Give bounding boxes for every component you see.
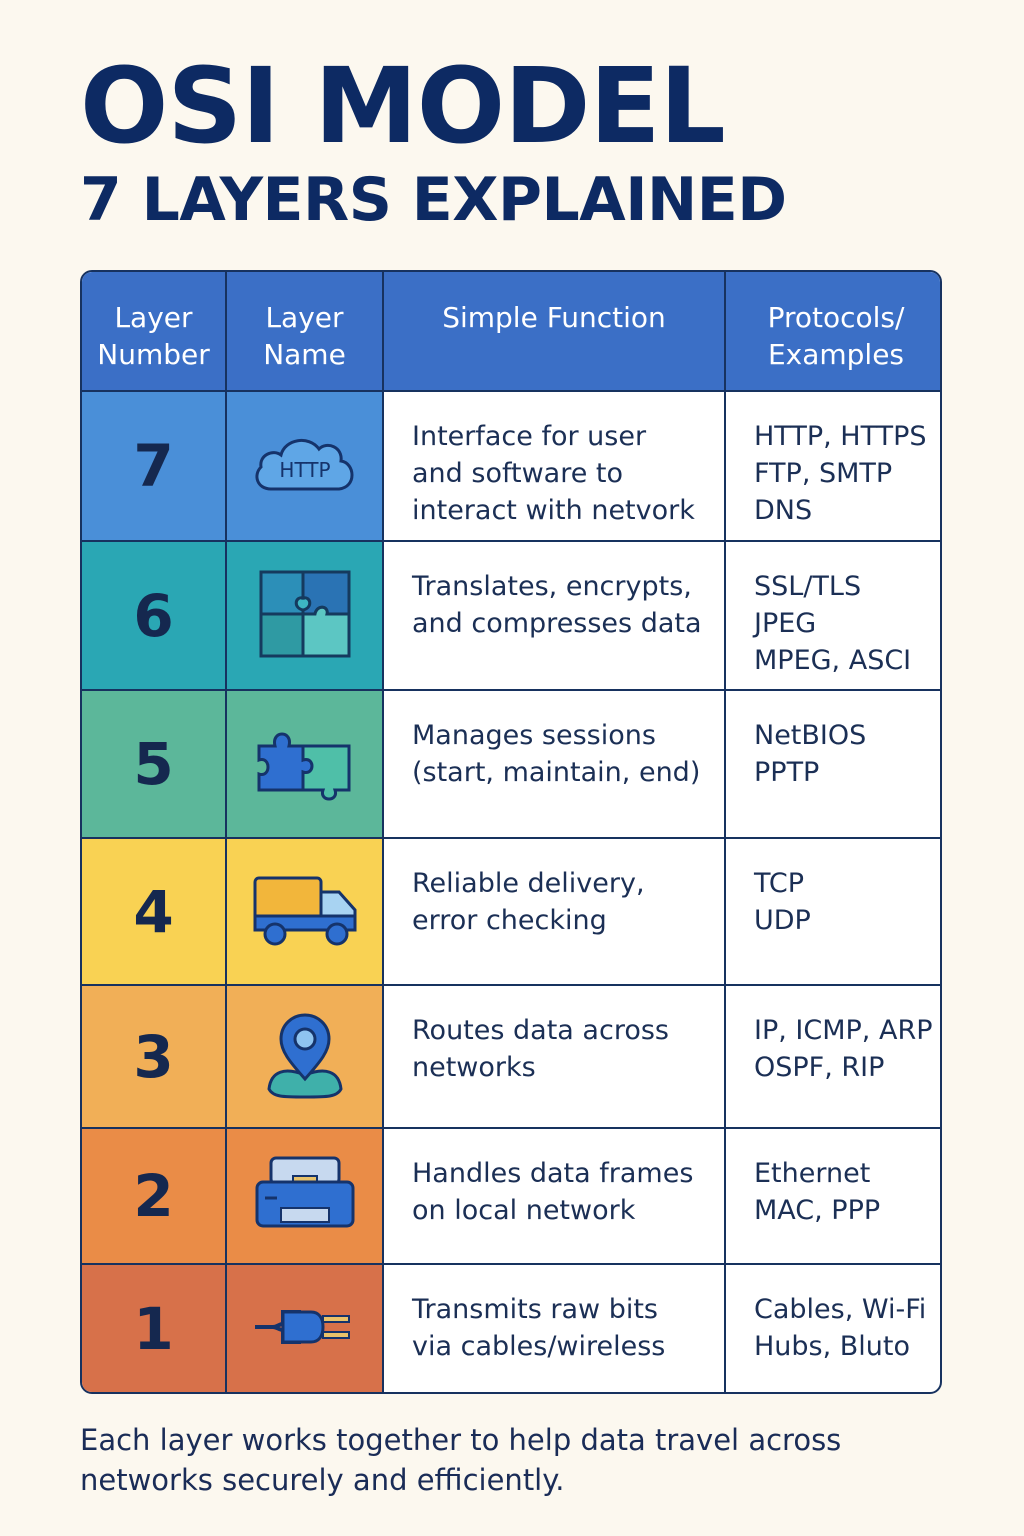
cloud-icon-label: HTTP (279, 458, 330, 482)
osi-table: Layer Number Layer Name Simple Function … (80, 270, 942, 1394)
cable-plug-icon (253, 1302, 357, 1356)
layer-icon-cell (227, 839, 384, 984)
table-row: 7 HTTP Interface for user and software to … (82, 392, 940, 542)
network-switch-icon (253, 1154, 357, 1238)
layer-function: Translates, encrypts, and compresses dat… (384, 542, 726, 689)
table-row: 2 Handles data frames on local network Eth… (82, 1129, 940, 1265)
table-row: 5 Manages sessions (start, maintain, end)… (82, 691, 940, 839)
header-function: Simple Function (384, 272, 726, 390)
table-row: 4 Reliable delivery, error checking TCP UD… (82, 839, 940, 986)
layer-icon-cell (227, 986, 384, 1127)
layer-number: 2 (82, 1129, 227, 1263)
layer-function: Handles data frames on local network (384, 1129, 726, 1263)
table-header-row: Layer Number Layer Name Simple Function … (82, 272, 940, 392)
location-pin-icon (265, 1009, 345, 1105)
layer-protocols: Ethernet MAC, PPP (754, 1158, 881, 1226)
cloud-http-icon: HTTP (247, 429, 363, 503)
layer-icon-cell (227, 1129, 384, 1263)
header-layer-name: Layer Name (227, 272, 384, 390)
layer-number: 5 (82, 691, 227, 837)
puzzle-grid-icon (257, 568, 353, 664)
truck-icon (251, 872, 359, 952)
layer-protocols: Cables, Wi-Fi Hubs, Bluto (754, 1294, 927, 1362)
puzzle-pieces-icon (253, 720, 357, 808)
header-layer-number: Layer Number (82, 272, 227, 390)
layer-icon-cell: HTTP (227, 392, 384, 540)
page-title: OSI MODEL (80, 45, 726, 167)
layer-protocols: SSL/TLS JPEG MPEG, ASCI (754, 571, 912, 676)
layer-function: Reliable delivery, error checking (384, 839, 726, 984)
table-row: 6 Translates, encrypts, and compresses da… (82, 542, 940, 691)
layer-icon-cell (227, 542, 384, 689)
layer-protocols: TCP UDP (754, 868, 811, 936)
page-subtitle: 7 LAYERS EXPLAINED (80, 165, 787, 235)
table-row: 3 Routes data across networks IP, ICMP, AR… (82, 986, 940, 1129)
table-row: 1 Transmits raw bits via cables/wireless C… (82, 1265, 940, 1392)
layer-function: Interface for user and software to inter… (384, 392, 726, 540)
layer-number: 3 (82, 986, 227, 1127)
layer-number: 6 (82, 542, 227, 689)
layer-protocols: HTTP, HTTPS FTP, SMTP DNS (754, 421, 927, 526)
layer-number: 4 (82, 839, 227, 984)
layer-function: Manages sessions (start, maintain, end) (384, 691, 726, 837)
header-protocols: Protocols/ Examples (767, 301, 905, 371)
layer-protocols: NetBIOS PPTP (754, 720, 867, 788)
layer-number: 1 (82, 1265, 227, 1392)
footer-note: Each layer works together to help data t… (80, 1423, 842, 1497)
layer-function: Transmits raw bits via cables/wireless (384, 1265, 726, 1392)
layer-function: Routes data across networks (384, 986, 726, 1127)
layer-icon-cell (227, 691, 384, 837)
layer-protocols: IP, ICMP, ARP OSPF, RIP (754, 1015, 933, 1083)
layer-number: 7 (82, 392, 227, 540)
layer-icon-cell (227, 1265, 384, 1392)
